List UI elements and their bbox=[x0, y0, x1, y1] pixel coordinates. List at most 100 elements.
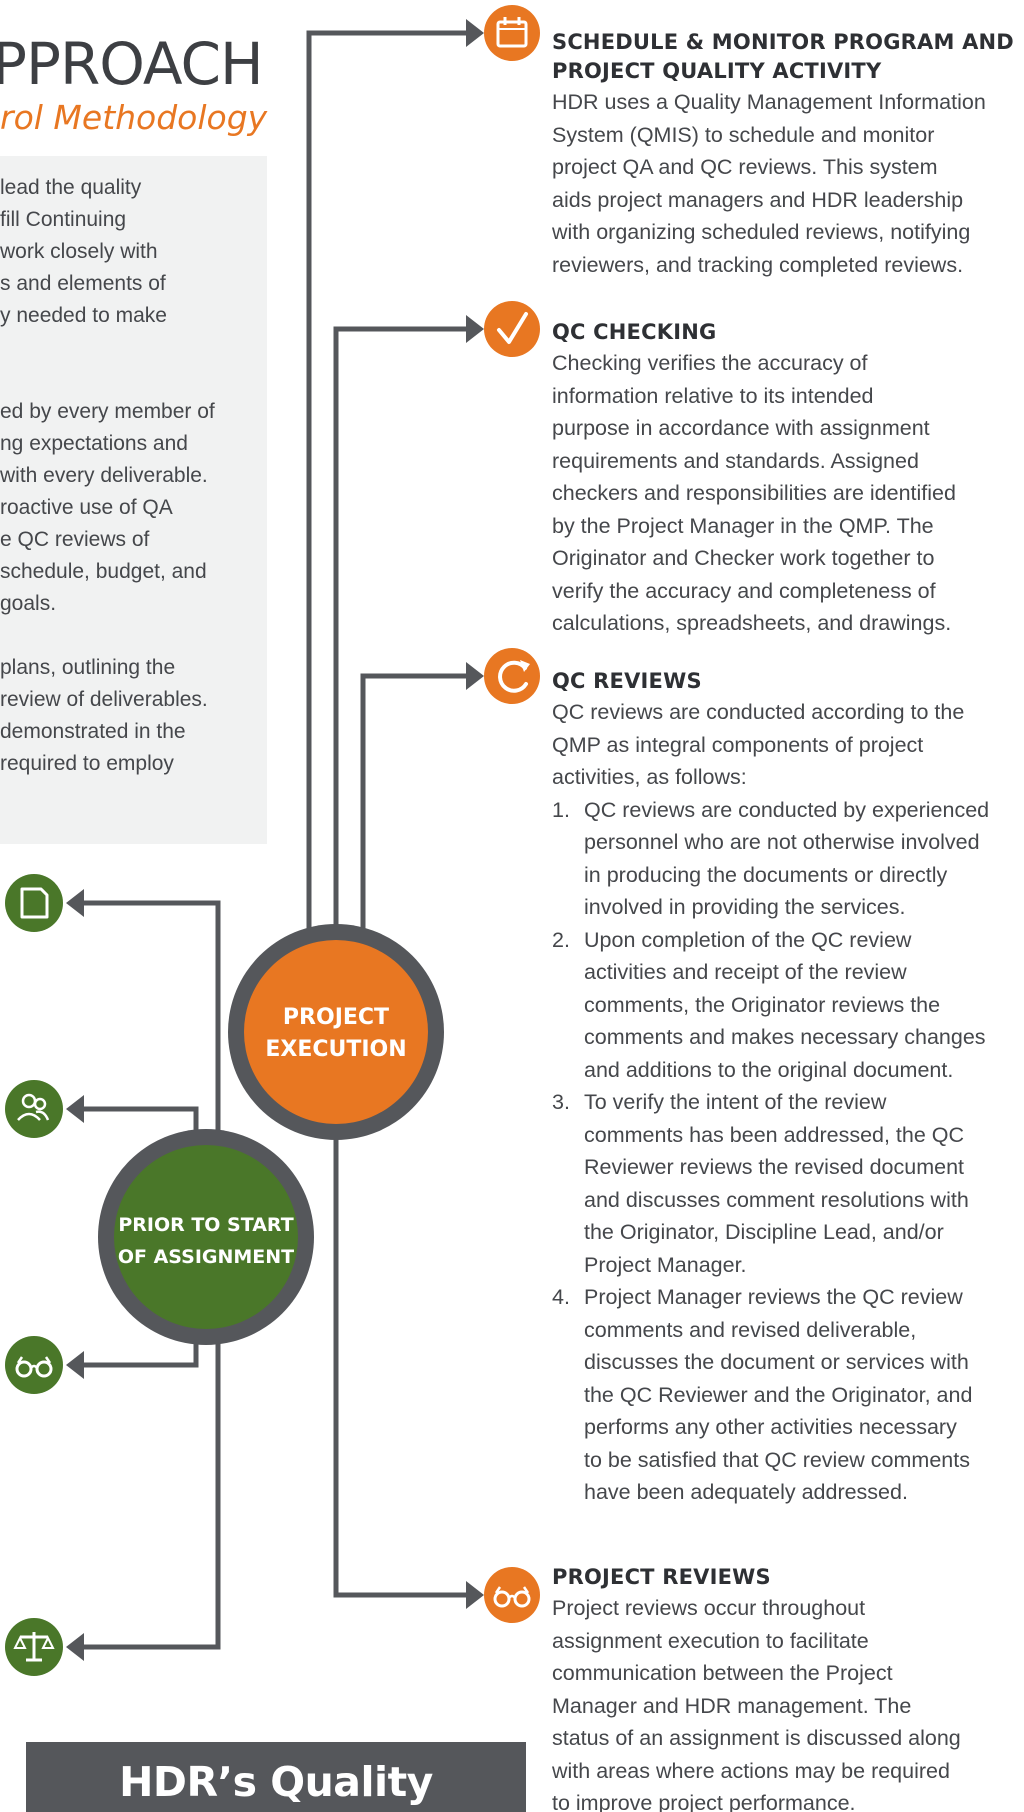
body-line: Originator and Checker work together to bbox=[552, 546, 935, 570]
list-item: 3. To verify the intent of the review co… bbox=[552, 1086, 1022, 1281]
intro-line: roactive use of QA bbox=[0, 496, 173, 519]
hub-label-line: OF ASSIGNMENT bbox=[117, 1246, 295, 1268]
list-line: To verify the intent of the review bbox=[584, 1090, 887, 1114]
body-line: Checking verifies the accuracy of bbox=[552, 351, 868, 375]
connector-project-reviews bbox=[333, 1120, 468, 1598]
section-body: HDR uses a Quality Management Informatio… bbox=[552, 86, 1022, 281]
list-line: and discusses comment resolutions with bbox=[584, 1187, 969, 1212]
intro-line: required to employ bbox=[0, 752, 174, 775]
connector-schedule bbox=[306, 30, 468, 945]
body-line: checkers and responsibilities are identi… bbox=[552, 481, 956, 505]
section-heading: PROJECT REVIEWS bbox=[552, 1565, 771, 1589]
intro-line: ed by every member of bbox=[0, 400, 215, 423]
list-line: Project Manager. bbox=[584, 1252, 747, 1277]
list-line: in producing the documents or directly bbox=[584, 862, 948, 887]
section-heading: PROJECT QUALITY ACTIVITY bbox=[552, 59, 882, 83]
section-qc-checking: QC CHECKING Checking verifies the accura… bbox=[552, 318, 1022, 640]
arrowhead bbox=[466, 662, 484, 690]
list-number: 2. bbox=[552, 927, 570, 952]
glasses-icon bbox=[5, 1336, 63, 1394]
execution-hub-label: PROJECT EXECUTION bbox=[246, 1002, 426, 1066]
connector-checking bbox=[333, 326, 468, 945]
connector-document bbox=[84, 900, 221, 1145]
hub-label-line: PRIOR TO START bbox=[118, 1214, 294, 1236]
list-line: comments and revised deliverable, bbox=[584, 1317, 917, 1342]
checkmark-icon bbox=[484, 301, 540, 357]
intro-line: demonstrated in the bbox=[0, 720, 186, 743]
section-body: Project reviews occur throughout assignm… bbox=[552, 1592, 1022, 1812]
arrowheads bbox=[66, 19, 484, 1661]
intro-line: goals. bbox=[0, 592, 57, 615]
prior-hub bbox=[114, 1145, 298, 1329]
body-line: with areas where actions may be required bbox=[552, 1758, 950, 1783]
arrowhead bbox=[466, 315, 484, 343]
list-line: the Originator, Discipline Lead, and/or bbox=[584, 1220, 944, 1244]
prior-hub-label: PRIOR TO START OF ASSIGNMENT bbox=[106, 1209, 306, 1273]
section-heading: QC CHECKING bbox=[552, 320, 717, 344]
page-subtitle: rol Methodology bbox=[0, 98, 268, 137]
body-line: activities, as follows: bbox=[552, 765, 747, 789]
scales-icon bbox=[5, 1618, 63, 1676]
body-line: HDR uses a Quality Management Informatio… bbox=[552, 90, 986, 114]
page-title: PPROACH bbox=[0, 30, 264, 98]
list-line: Upon completion of the QC review bbox=[584, 927, 912, 952]
list-item: 4. Project Manager reviews the QC review… bbox=[552, 1281, 1022, 1509]
list-number: 1. bbox=[552, 797, 570, 822]
body-line: aids project managers and HDR leadership bbox=[552, 187, 964, 212]
list-line: comments, the Originator reviews the bbox=[584, 992, 941, 1017]
body-line: purpose in accordance with assignment bbox=[552, 416, 930, 440]
intro-line: lead the quality bbox=[0, 176, 142, 199]
hub-label-line: EXECUTION bbox=[265, 1037, 407, 1062]
list-line: Reviewer reviews the revised document bbox=[584, 1155, 964, 1179]
document-icon bbox=[5, 874, 63, 932]
body-line: communication between the Project bbox=[552, 1661, 893, 1685]
section-heading: QC REVIEWS bbox=[552, 669, 702, 693]
connector-scales bbox=[84, 1330, 221, 1650]
list-number: 3. bbox=[552, 1090, 570, 1114]
list-line: performs any other activities necessary bbox=[584, 1415, 957, 1439]
body-line: with organizing scheduled reviews, notif… bbox=[552, 220, 971, 244]
section-schedule: SCHEDULE & MONITOR PROGRAM AND PROJECT Q… bbox=[552, 28, 1022, 281]
section-qc-reviews: QC REVIEWS QC reviews are conducted acco… bbox=[552, 667, 1022, 1509]
body-line: to improve project performance. bbox=[552, 1791, 856, 1812]
body-line: QC reviews are conducted according to th… bbox=[552, 700, 965, 724]
list-line: have been adequately addressed. bbox=[584, 1480, 908, 1504]
arrowhead bbox=[66, 1095, 84, 1123]
list-line: comments has been addressed, the QC bbox=[584, 1122, 965, 1147]
list-line: Project Manager reviews the QC review bbox=[584, 1285, 963, 1309]
body-line: reviewers, and tracking completed review… bbox=[552, 252, 964, 277]
body-line: project QA and QC reviews. This system bbox=[552, 155, 938, 179]
people-icon bbox=[5, 1080, 63, 1138]
list-line: activities and receipt of the review bbox=[584, 960, 907, 984]
arrowhead bbox=[466, 19, 484, 47]
list-line: comments and makes necessary changes bbox=[584, 1025, 986, 1049]
glasses-icon bbox=[484, 1567, 540, 1623]
list-line: personnel who are not otherwise involved bbox=[584, 830, 980, 854]
body-line: Manager and HDR management. The bbox=[552, 1693, 912, 1718]
execution-hub bbox=[244, 940, 428, 1124]
section-project-reviews: PROJECT REVIEWS Project reviews occur th… bbox=[552, 1563, 1022, 1812]
body-line: QMP as integral components of project bbox=[552, 732, 924, 757]
intro-line: y needed to make bbox=[0, 304, 167, 327]
intro-panel: lead the quality fill Continuing work cl… bbox=[0, 156, 267, 844]
quality-program-banner: HDR’s Quality Program bbox=[26, 1742, 526, 1812]
list-number: 4. bbox=[552, 1285, 570, 1309]
list-line: and additions to the original document. bbox=[584, 1057, 954, 1082]
arrowhead bbox=[66, 889, 84, 917]
arrowhead bbox=[66, 1633, 84, 1661]
arrowhead bbox=[466, 1581, 484, 1609]
connector-lines bbox=[84, 30, 468, 1650]
arrowhead bbox=[66, 1351, 84, 1379]
intro-line: plans, outlining the bbox=[0, 656, 176, 679]
intro-line: e QC reviews of bbox=[0, 528, 150, 551]
intro-line: schedule, budget, and bbox=[0, 560, 207, 583]
list-item: 2. Upon completion of the QC review acti… bbox=[552, 924, 1022, 1087]
section-body: QC reviews are conducted according to th… bbox=[552, 696, 1022, 794]
list-item: 1. QC reviews are conducted by experienc… bbox=[552, 794, 1022, 924]
body-line: System (QMIS) to schedule and monitor bbox=[552, 122, 935, 147]
body-line: Project reviews occur throughout bbox=[552, 1596, 866, 1620]
section-heading: SCHEDULE & MONITOR PROGRAM AND bbox=[552, 30, 1014, 54]
list-line: involved in providing the services. bbox=[584, 895, 906, 919]
body-line: information relative to its intended bbox=[552, 383, 874, 408]
list-line: discusses the document or services with bbox=[584, 1350, 969, 1374]
